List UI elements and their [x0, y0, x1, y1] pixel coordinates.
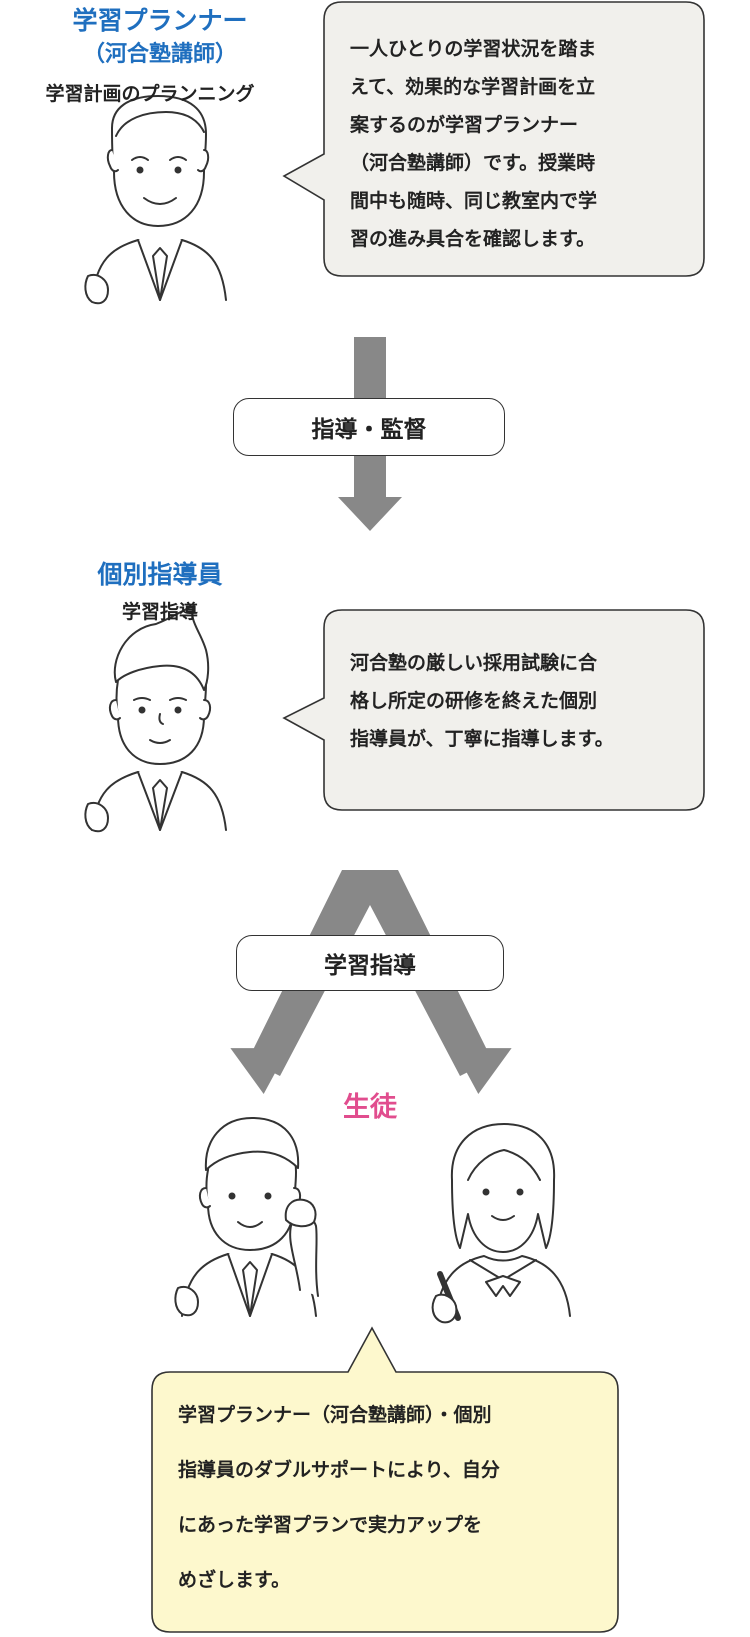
- summary-line: 学習プランナー（河合塾講師）・個別: [178, 1404, 492, 1426]
- planner-bubble-line: 一人ひとりの学習状況を踏ま: [350, 38, 597, 60]
- male-student-illustration: [174, 1117, 319, 1317]
- students-title: 生徒: [343, 1092, 397, 1123]
- summary-line: めざします。: [178, 1569, 291, 1591]
- tutor-speech-bubble: [282, 609, 705, 811]
- flow-label-guidance: 指導・監督: [233, 398, 505, 456]
- summary-speech-bubble: [151, 1326, 619, 1633]
- planner-bubble-line: 案するのが学習プランナー: [350, 114, 579, 136]
- planner-bubble-line: （河合塾講師）です。授業時: [350, 152, 596, 174]
- tutor-role: 学習指導: [121, 601, 198, 623]
- planner-bubble-text: 一人ひとりの学習状況を踏ま えて、効果的な学習計画を立 案するのが学習プランナー…: [350, 30, 597, 258]
- female-student-illustration: [431, 1123, 571, 1324]
- tutor-title: 個別指導員: [97, 560, 223, 589]
- tutor-bubble-text: 河合塾の厳しい採用試験に合 格し所定の研修を終えた個別 指導員が、丁寧に指導しま…: [350, 644, 614, 758]
- tutor-bubble-line: 河合塾の厳しい採用試験に合: [350, 652, 598, 674]
- planner-person-illustration: [84, 95, 227, 305]
- flow-label-study-guidance: 学習指導: [236, 935, 504, 991]
- tutor-bubble-line: 指導員が、丁寧に指導します。: [350, 728, 614, 750]
- planner-bubble-line: 習の進み具合を確認します。: [350, 228, 596, 250]
- summary-line: にあった学習プランで実力アップを: [178, 1514, 483, 1536]
- summary-text: 学習プランナー（河合塾講師）・個別 指導員のダブルサポートにより、自分 にあった…: [178, 1388, 500, 1608]
- planner-role: 学習計画のプランニング: [45, 83, 255, 105]
- planner-title-line2: （河合塾講師）: [82, 42, 237, 67]
- planner-title-line1: 学習プランナー: [72, 6, 248, 35]
- planner-bubble-line: えて、効果的な学習計画を立: [350, 76, 596, 98]
- tutor-bubble-line: 格し所定の研修を終えた個別: [350, 690, 598, 712]
- planner-bubble-line: 間中も随時、同じ教室内で学: [350, 190, 598, 212]
- tutor-person-illustration: [84, 605, 227, 833]
- planner-speech-bubble: [282, 1, 705, 277]
- summary-line: 指導員のダブルサポートにより、自分: [178, 1459, 500, 1481]
